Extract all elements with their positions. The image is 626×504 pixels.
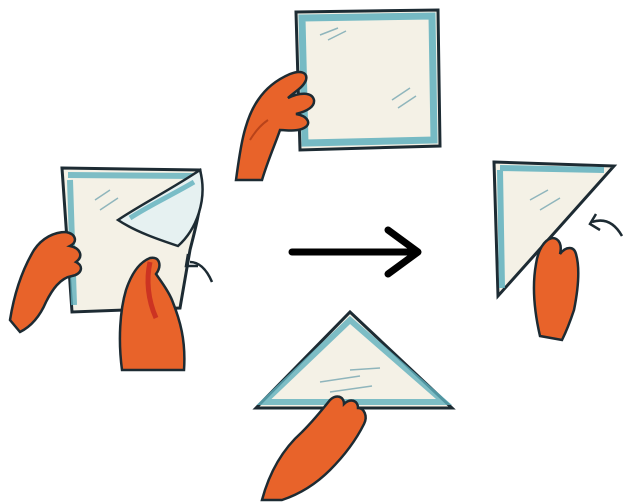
step-triangle-held	[256, 312, 452, 500]
square-sheet	[296, 10, 440, 150]
hand-right-icon	[534, 238, 578, 340]
right-arrow-icon	[292, 230, 418, 274]
step-fold-corner	[10, 168, 212, 370]
hand-bottom-icon	[262, 397, 366, 500]
step-hold-triangle	[494, 162, 622, 340]
step-hold-square	[236, 10, 440, 180]
